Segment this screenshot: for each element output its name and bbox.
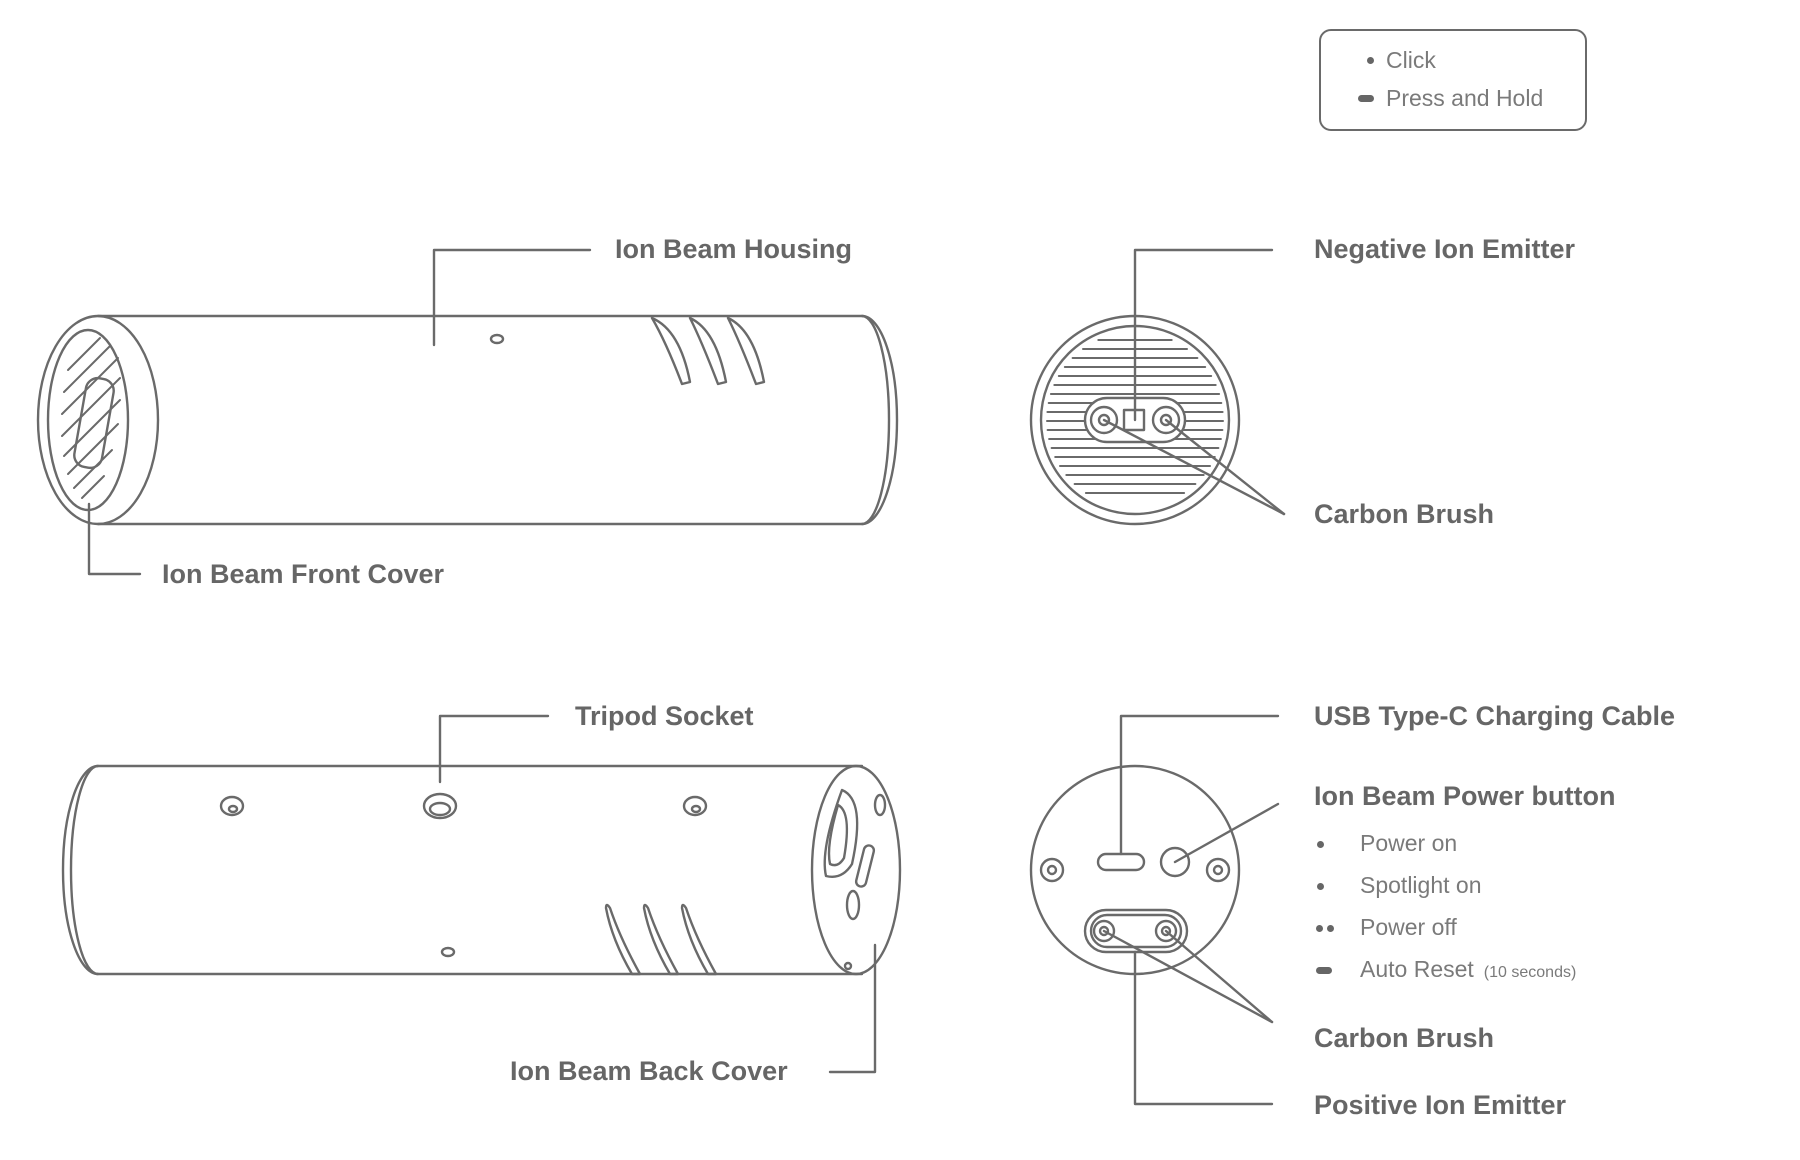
auto-reset-label: Auto Reset bbox=[1360, 956, 1474, 982]
top-cylinder-body bbox=[96, 314, 899, 526]
legend-hold-label: Press and Hold bbox=[1386, 85, 1544, 111]
legend-box: Click Press and Hold bbox=[1319, 29, 1587, 131]
bottom-cylinder-holes bbox=[219, 792, 708, 958]
label-ion-beam-back-cover: Ion Beam Back Cover bbox=[510, 1056, 788, 1086]
label-carbon-brush-bottom: Carbon Brush bbox=[1314, 1023, 1495, 1053]
top-cylinder-front-cover bbox=[36, 314, 160, 526]
label-tripod-socket: Tripod Socket bbox=[575, 701, 754, 731]
label-power-button: Ion Beam Power button bbox=[1314, 781, 1616, 811]
click-dot-icon bbox=[1317, 841, 1324, 848]
click-dot-icon bbox=[1317, 883, 1324, 890]
bottom-cylinder-back-cover bbox=[810, 764, 902, 976]
press-hold-dash-icon bbox=[1358, 95, 1374, 102]
label-negative-ion-emitter: Negative Ion Emitter bbox=[1314, 234, 1576, 264]
legend-click-label: Click bbox=[1386, 47, 1436, 73]
label-positive-ion-emitter: Positive Ion Emitter bbox=[1314, 1090, 1567, 1120]
top-cylinder-vents bbox=[650, 316, 766, 386]
label-ion-beam-housing: Ion Beam Housing bbox=[615, 234, 853, 264]
bottom-cylinder-vents bbox=[604, 903, 718, 976]
back-view-disc bbox=[1029, 764, 1241, 976]
power-action-power-on: Power on bbox=[1360, 830, 1458, 856]
power-action-spotlight-on: Spotlight on bbox=[1360, 872, 1482, 898]
press-hold-dash-icon bbox=[1316, 967, 1332, 974]
label-usb-type-c-cable: USB Type-C Charging Cable bbox=[1314, 701, 1676, 731]
double-click-dot-icon bbox=[1327, 925, 1334, 932]
power-action-power-off: Power off bbox=[1360, 914, 1457, 940]
leader-lines bbox=[87, 248, 1286, 1106]
label-carbon-brush-top: Carbon Brush bbox=[1314, 499, 1495, 529]
double-click-dot-icon bbox=[1316, 925, 1323, 932]
top-cylinder-vent-hole bbox=[489, 333, 505, 345]
click-dot-icon bbox=[1367, 57, 1374, 64]
bottom-cylinder-body bbox=[61, 764, 864, 976]
power-action-auto-reset: Auto Reset (10 seconds) bbox=[1360, 958, 1576, 981]
auto-reset-note: (10 seconds) bbox=[1483, 964, 1577, 981]
label-ion-beam-front-cover: Ion Beam Front Cover bbox=[162, 559, 445, 589]
